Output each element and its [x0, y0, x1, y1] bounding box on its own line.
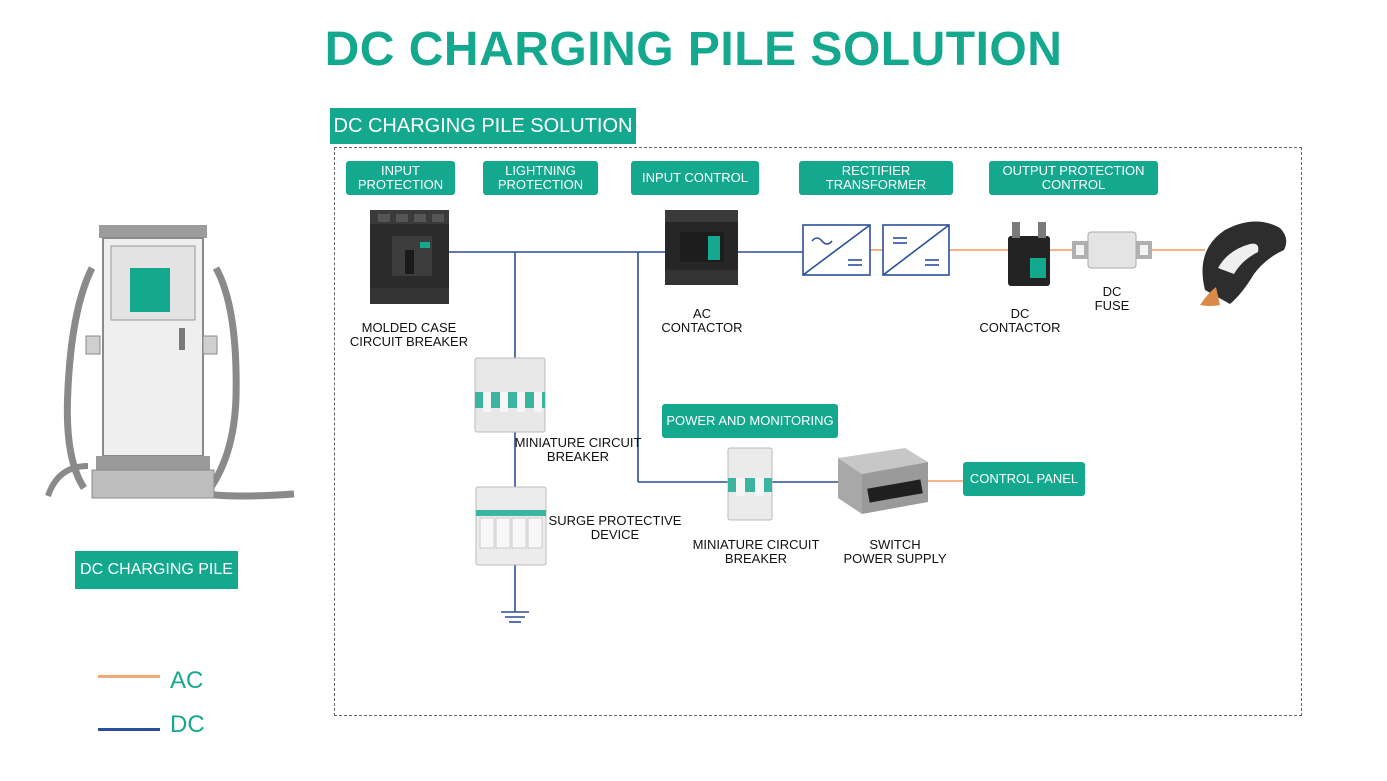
dc-fuse-icon: [1072, 231, 1152, 269]
dc-fuse-label: DC FUSE: [1094, 284, 1130, 313]
switch-power-supply-label: SWITCH POWER SUPPLY: [843, 537, 947, 566]
ac-contactor-label: AC CONTACTOR: [661, 306, 743, 335]
mccb-icon: [370, 210, 449, 304]
power-monitoring-tag: POWER AND MONITORING: [662, 404, 838, 438]
dc-wires: [449, 251, 838, 612]
rectifier-dc-dc-icon: [882, 224, 950, 276]
rectifier-ac-dc-icon: [802, 224, 871, 276]
mcb-top-label: MINIATURE CIRCUIT BREAKER: [514, 435, 642, 464]
dc-contactor-icon: [1008, 222, 1050, 286]
ac-contactor-icon: [665, 210, 738, 285]
switch-power-supply-icon: [838, 448, 928, 514]
mccb-label: MOLDED CASE CIRCUIT BREAKER: [349, 320, 469, 349]
legend-ac-label: AC: [170, 667, 204, 694]
stage-lightning-protection: LIGHTNING PROTECTION: [483, 161, 598, 195]
control-panel-tag: CONTROL PANEL: [963, 462, 1085, 496]
stage-input-control: INPUT CONTROL: [631, 161, 759, 195]
charging-pile-tag: DC CHARGING PILE: [75, 551, 238, 589]
mcb-bottom-icon: [727, 447, 773, 521]
legend-dc-label: DC: [170, 711, 205, 738]
ground-icon: [501, 611, 529, 623]
dc-contactor-label: DC CONTACTOR: [979, 306, 1061, 335]
legend-dc-swatch: [98, 728, 160, 731]
stage-input-protection: INPUT PROTECTION: [346, 161, 455, 195]
diagram-frame: [334, 147, 1302, 716]
spd-label: SURGE PROTECTIVE DEVICE: [548, 513, 682, 542]
mcb-bottom-label: MINIATURE CIRCUIT BREAKER: [692, 537, 820, 566]
page-title: DC CHARGING PILE SOLUTION: [324, 23, 1063, 76]
legend-ac-swatch: [98, 675, 160, 678]
charging-gun-icon: [1200, 221, 1287, 306]
mcb-top-icon: [474, 357, 546, 433]
stage-rectifier-transformer: RECTIFIER TRANSFORMER: [799, 161, 953, 195]
charging-pile-icon: [45, 225, 295, 500]
stage-output-protection-control: OUTPUT PROTECTION CONTROL: [989, 161, 1158, 195]
spd-icon: [475, 486, 547, 566]
ac-wires: [870, 249, 1205, 482]
panel-title: DC CHARGING PILE SOLUTION: [330, 108, 636, 144]
